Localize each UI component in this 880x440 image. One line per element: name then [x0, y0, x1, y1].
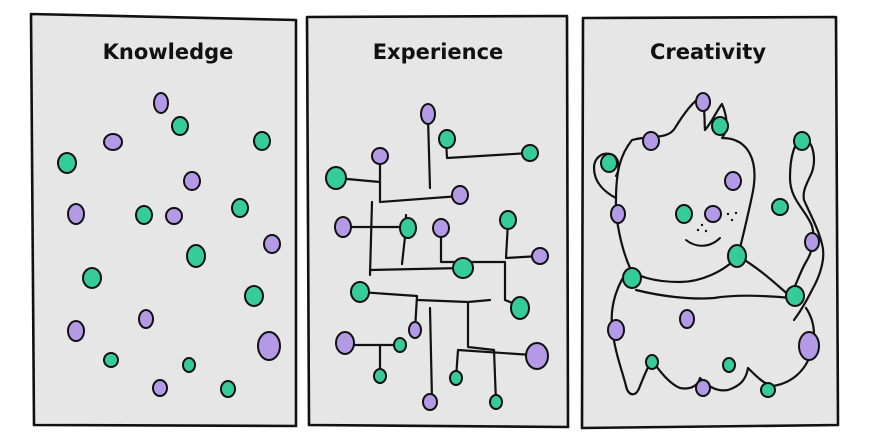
teal-dot [135, 205, 153, 225]
purple-dot [525, 342, 549, 370]
experience-wire [378, 180, 462, 204]
teal-dot [438, 129, 456, 149]
purple-dot [257, 331, 281, 361]
teal-dot [393, 337, 407, 353]
teal-dot [57, 152, 77, 174]
cat-body [610, 266, 816, 396]
purple-dot [695, 379, 711, 397]
creativity-title: Creativity [650, 40, 766, 64]
purple-dot [422, 393, 438, 411]
purple-dot [679, 309, 695, 329]
experience-wire [358, 290, 419, 332]
purple-dot [695, 92, 711, 112]
experience-wire [426, 116, 432, 190]
purple-dot [420, 103, 436, 125]
purple-dot [153, 92, 169, 114]
teal-dot [793, 131, 811, 151]
cat-back [634, 288, 794, 300]
purple-dot [610, 204, 626, 224]
purple-dot [371, 147, 389, 165]
knowledge-panel: Knowledge [29, 12, 298, 428]
teal-dot [645, 354, 659, 370]
purple-dot [103, 133, 123, 151]
teal-dot [600, 153, 618, 173]
experience-wire [368, 266, 465, 272]
teal-dot [373, 368, 387, 384]
teal-dot [171, 116, 189, 136]
knowledge-frame [29, 12, 298, 428]
purple-dot [165, 207, 183, 225]
experience-dots [325, 103, 549, 411]
purple-dot [531, 247, 549, 265]
purple-dot [804, 232, 820, 252]
purple-dot [138, 309, 154, 329]
teal-dot [722, 357, 736, 373]
teal-dot [771, 198, 789, 216]
purple-dot [798, 331, 820, 361]
experience-wire [439, 226, 522, 308]
teal-dot [510, 296, 530, 320]
teal-dot [452, 257, 474, 279]
teal-dot [489, 394, 503, 410]
creativity-panel: Creativity [580, 15, 840, 430]
purple-dot [183, 171, 201, 191]
experience-wire [466, 298, 492, 304]
cat-whisker-dot [726, 212, 730, 216]
teal-dot [760, 382, 776, 398]
teal-dot [727, 244, 747, 268]
teal-dot [244, 285, 264, 307]
experience-wire [428, 306, 434, 402]
teal-dot [449, 370, 463, 386]
cat-mouth [685, 237, 721, 247]
experience-wire [368, 200, 374, 277]
purple-dot [408, 321, 422, 339]
purple-dot [432, 218, 450, 238]
purple-dot [642, 131, 660, 151]
teal-dot [521, 144, 539, 162]
teal-dot [622, 267, 642, 289]
purple-dot [263, 234, 281, 254]
experience-wire [504, 220, 542, 260]
experience-wire [416, 298, 496, 352]
experience-wire [454, 348, 534, 380]
purple-dot [334, 216, 352, 238]
experience-panel: Experience [305, 14, 570, 429]
cat-whisker-dot [696, 228, 700, 232]
teal-dot [350, 281, 370, 303]
purple-dot [451, 185, 469, 205]
cat-whisker-dot [704, 229, 708, 233]
cat-left-paw [592, 152, 620, 200]
teal-dot [499, 210, 517, 230]
teal-dot [399, 217, 417, 239]
experience-title: Experience [373, 40, 504, 64]
teal-dot [182, 357, 196, 373]
teal-dot [186, 244, 206, 268]
knowledge-dots [57, 92, 281, 398]
creativity-frame [580, 15, 840, 430]
cat-whisker-dot [700, 223, 704, 227]
purple-dot [607, 319, 625, 341]
teal-dot [711, 116, 729, 136]
knowledge-title: Knowledge [103, 40, 234, 64]
teal-dot [325, 166, 347, 190]
teal-dot [231, 198, 249, 218]
creativity-dots [600, 92, 820, 398]
teal-dot [82, 267, 102, 289]
teal-dot [785, 285, 805, 307]
cat-whisker-dot [734, 211, 738, 215]
purple-dot [704, 205, 722, 223]
purple-dot [67, 320, 85, 342]
experience-wire [492, 348, 498, 404]
teal-dot [253, 131, 271, 151]
cat-whisker-dot [730, 218, 734, 222]
purple-dot [67, 203, 85, 225]
purple-dot [724, 171, 742, 191]
purple-dot [335, 331, 355, 355]
teal-dot [675, 204, 693, 224]
teal-dot [103, 352, 119, 368]
teal-dot [220, 380, 236, 398]
purple-dot [152, 379, 168, 397]
